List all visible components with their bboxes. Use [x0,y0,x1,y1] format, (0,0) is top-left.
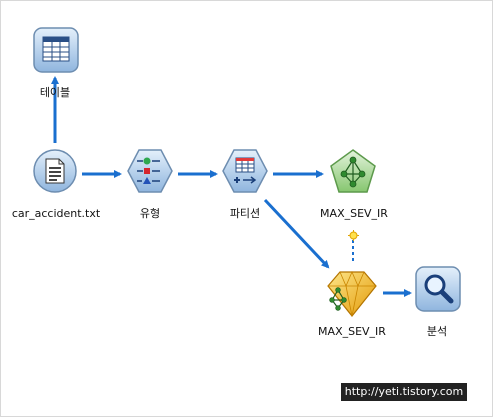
partition-node-icon [222,149,268,193]
analysis-icon [415,266,461,312]
type-node[interactable] [126,148,174,194]
model-build-node-label: MAX_SEV_IR [320,207,388,220]
source-node-label: car_accident.txt [11,207,101,220]
model-link-indicator [348,226,359,241]
model-nugget-node[interactable] [326,268,378,318]
table-node-label: 테이블 [39,86,71,99]
neural-net-build-icon [330,149,376,193]
variable-file-icon [33,149,77,193]
partition-node[interactable] [221,148,269,194]
analysis-node-label: 분석 [426,325,448,338]
partition-node-label: 파티션 [229,207,261,220]
type-node-icon [127,149,173,193]
table-output-icon [33,27,79,73]
analysis-node[interactable] [415,266,461,312]
watermark-text: http://yeti.tistory.com [341,383,467,401]
link-partition-nugget [263,198,330,269]
source-node[interactable] [32,148,78,194]
model-nugget-node-label: MAX_SEV_IR [318,325,386,338]
model-build-node[interactable] [329,148,377,194]
type-node-label: 유형 [139,207,161,220]
table-node[interactable] [33,27,79,73]
sun-link-icon [348,230,359,241]
model-nugget-icon [327,270,377,317]
